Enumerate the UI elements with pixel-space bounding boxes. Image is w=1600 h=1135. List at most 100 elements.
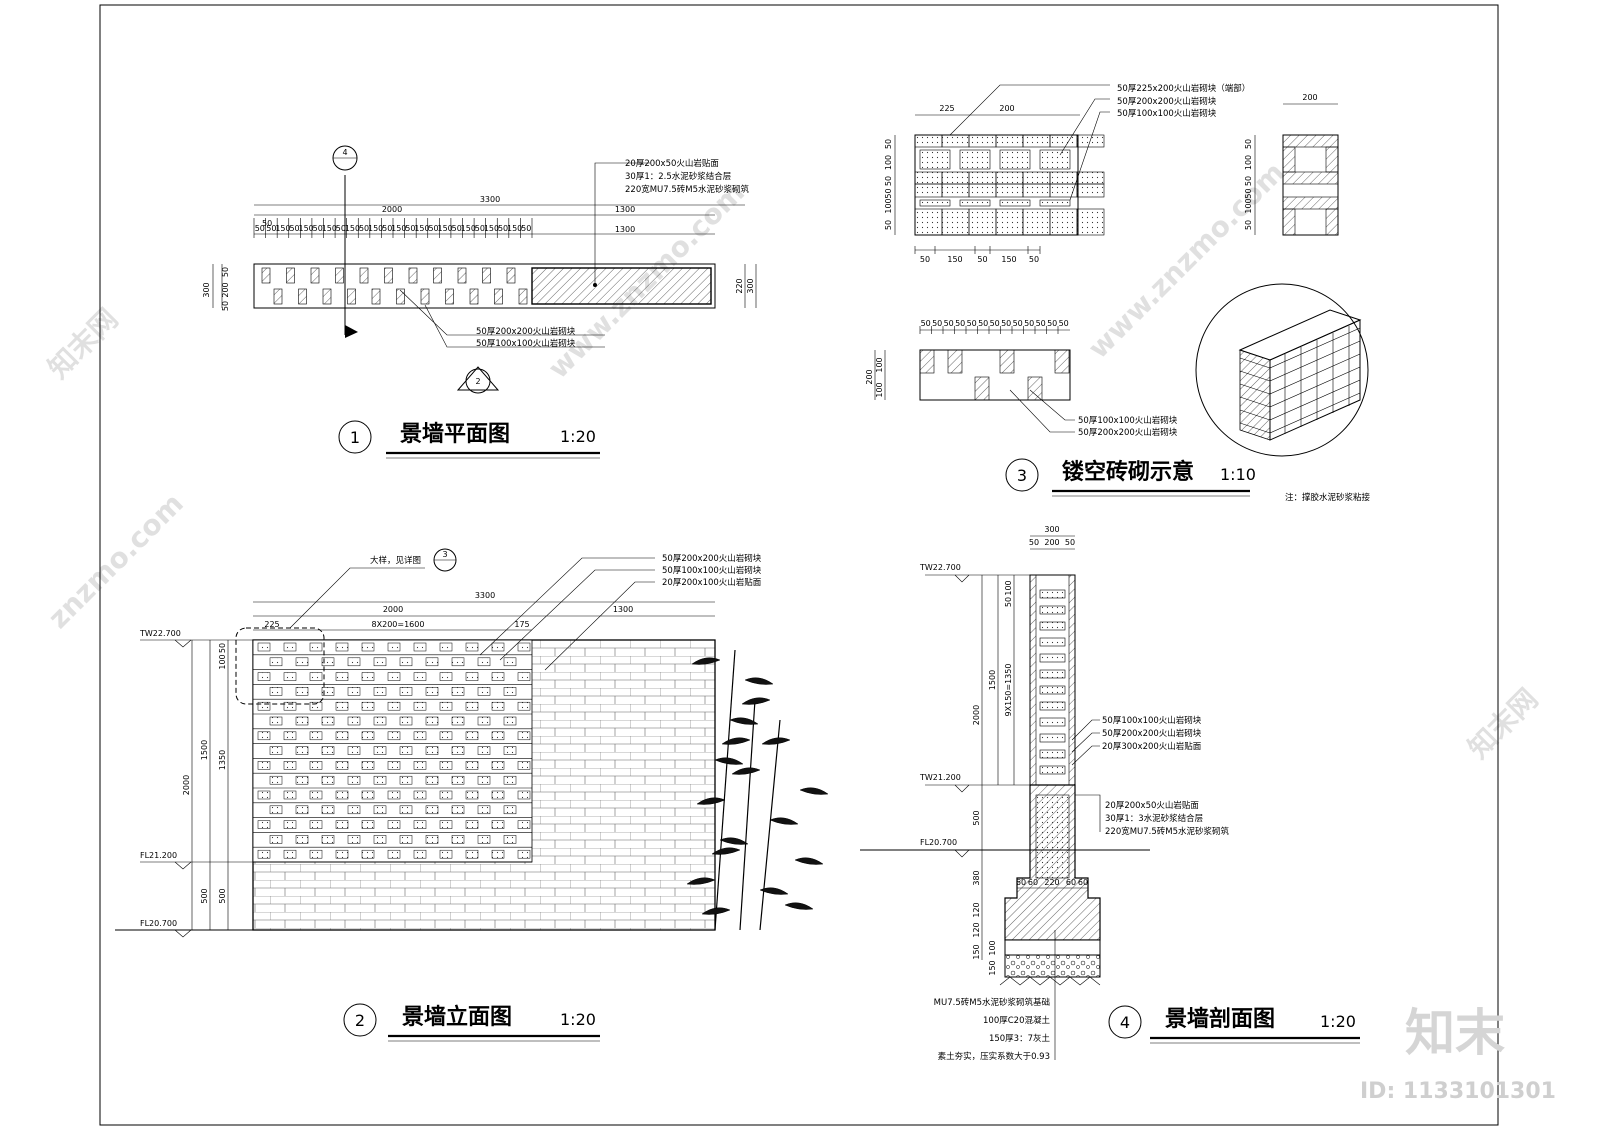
sec-block	[1039, 589, 1066, 599]
plan-note-bottom-2: 50厚100x100火山岩砌块	[476, 338, 576, 349]
plan-block-bottom	[420, 288, 430, 305]
sec-note-lower-3: 220宽MU7.5砖M5水泥砂浆砌筑	[1105, 826, 1230, 837]
elev-hollow-block	[491, 790, 505, 800]
elev-hollow-block	[517, 672, 531, 681]
bamboo-leaf	[691, 657, 721, 665]
plan-dim-cell: 150	[484, 224, 499, 233]
elev-hollow-block	[413, 790, 427, 800]
elev-hollow-block	[309, 761, 323, 770]
elev-hollow-block	[387, 790, 401, 800]
elev-hollow-block	[465, 849, 479, 859]
plan-block-top	[482, 267, 491, 284]
sec-dim-380: 380	[972, 870, 981, 885]
sheet-border	[99, 4, 1499, 1126]
elev-hollow-block	[373, 805, 387, 815]
watermark-brand: 知末网	[42, 302, 125, 385]
elev-hollow-block	[257, 672, 271, 681]
elev-hollow-block	[477, 687, 491, 696]
elev-note-1: 50厚200x200火山岩砌块	[662, 553, 762, 564]
hollow-brick	[995, 183, 1024, 198]
elev-hollow-grid	[253, 639, 532, 859]
elev-hollow-block	[413, 731, 427, 741]
elev-hollow-block	[321, 775, 335, 785]
hollow-dim-left-cell: 50	[884, 188, 893, 198]
elev-hollow-block	[283, 701, 297, 711]
elev-hollow-block	[257, 820, 271, 829]
elev-hollow-block	[309, 731, 323, 741]
sec-dim-120b: 120	[972, 922, 981, 937]
sec-concrete	[1004, 939, 1101, 956]
elev-dim-50: 50	[218, 643, 227, 653]
hollow-brick	[968, 208, 997, 236]
elev-hollow-block	[491, 820, 505, 829]
hollow-3d-line	[1239, 409, 1271, 421]
elev-hollow-block	[451, 805, 465, 815]
elev-hollow-block	[503, 805, 517, 815]
hollow-brick	[1076, 183, 1105, 198]
hollow-plan-block	[1027, 376, 1043, 401]
elev-hollow-block	[373, 716, 387, 726]
elev-hollow-block	[387, 761, 401, 770]
elev-hollow-block	[451, 746, 465, 755]
plan-dim-first: 50	[262, 219, 272, 228]
plan-dim-cell: 50	[336, 224, 346, 233]
elev-hollow-block	[269, 805, 283, 815]
sec-note-upper-3: 20厚300x200火山岩贴面	[1102, 741, 1202, 752]
sec-block	[1039, 733, 1066, 743]
sec-note-upper-2: 50厚200x200火山岩砌块	[1102, 728, 1202, 739]
hollow-dim-225: 225	[939, 104, 954, 113]
elev-hollow-block	[361, 642, 375, 652]
bamboo-stem	[759, 719, 781, 931]
hollow-brick	[1022, 183, 1051, 198]
bamboo-leaf	[769, 817, 799, 825]
sec-note-foundation-3: 150厚3：7灰土	[989, 1033, 1051, 1044]
elev-hollow-block	[477, 805, 491, 815]
elev-title-circle	[343, 1003, 377, 1037]
hollow-plan-block	[1054, 349, 1070, 374]
elev-hollow-block	[491, 849, 505, 859]
elev-hollow-block	[295, 746, 309, 755]
hollow-brick	[999, 149, 1031, 170]
hollow-dim-right-cell: 50	[1244, 139, 1253, 149]
hollow-3d-line	[1239, 422, 1271, 434]
elev-hollow-block	[309, 849, 323, 859]
elev-dim-1600: 8X200=1600	[372, 620, 425, 629]
elev-hollow-block	[451, 657, 465, 667]
elev-hollow-block	[387, 820, 401, 829]
sec-note-lower-1: 20厚200x50火山岩贴面	[1105, 800, 1199, 811]
hollow-plan-note-1: 50厚100x100火山岩砌块	[1078, 415, 1178, 426]
elev-hollow-block	[283, 731, 297, 741]
elev-hollow-block	[517, 761, 531, 770]
elev-hollow-block	[425, 746, 439, 755]
elev-hollow-block	[347, 835, 361, 844]
bamboo-leaf	[744, 677, 774, 685]
plan-note-3: 220宽MU7.5砖M5水泥砂浆砌筑	[625, 184, 750, 195]
hollow-brick	[995, 171, 1024, 185]
sec-dim-50: 50	[1004, 597, 1013, 607]
elev-hollow-block	[309, 642, 323, 652]
plan-dim-total: 3300	[480, 195, 500, 204]
plan-dim-h300: 300	[202, 282, 211, 297]
plan-block-top	[433, 267, 442, 284]
plan-dim-cell: 150	[414, 224, 429, 233]
bamboo-stem	[739, 699, 756, 931]
hollow-brick	[1039, 199, 1071, 207]
sec-level-fl: FL20.700	[920, 838, 957, 847]
elev-hollow-block	[517, 849, 531, 859]
elev-dim-1500: 1500	[200, 740, 209, 760]
bamboo-leaf	[729, 717, 759, 725]
hollow-dim-cell: 50	[920, 255, 930, 264]
elev-hollow-block	[399, 687, 413, 696]
elev-hollow-block	[491, 672, 505, 681]
hollow-brick	[959, 199, 991, 207]
hollow-3d-line	[1239, 383, 1271, 395]
plan-block-bottom	[273, 288, 283, 305]
hollow-dim-left-cell: 50	[884, 220, 893, 230]
plan-dim-cell: 50	[266, 224, 276, 233]
plan-dim-cell: 50	[405, 224, 415, 233]
watermark-brand-2: 知末网	[1462, 682, 1545, 765]
sec-note-upper-1: 50厚100x100火山岩砌块	[1102, 715, 1202, 726]
elev-hollow-block	[373, 657, 387, 667]
